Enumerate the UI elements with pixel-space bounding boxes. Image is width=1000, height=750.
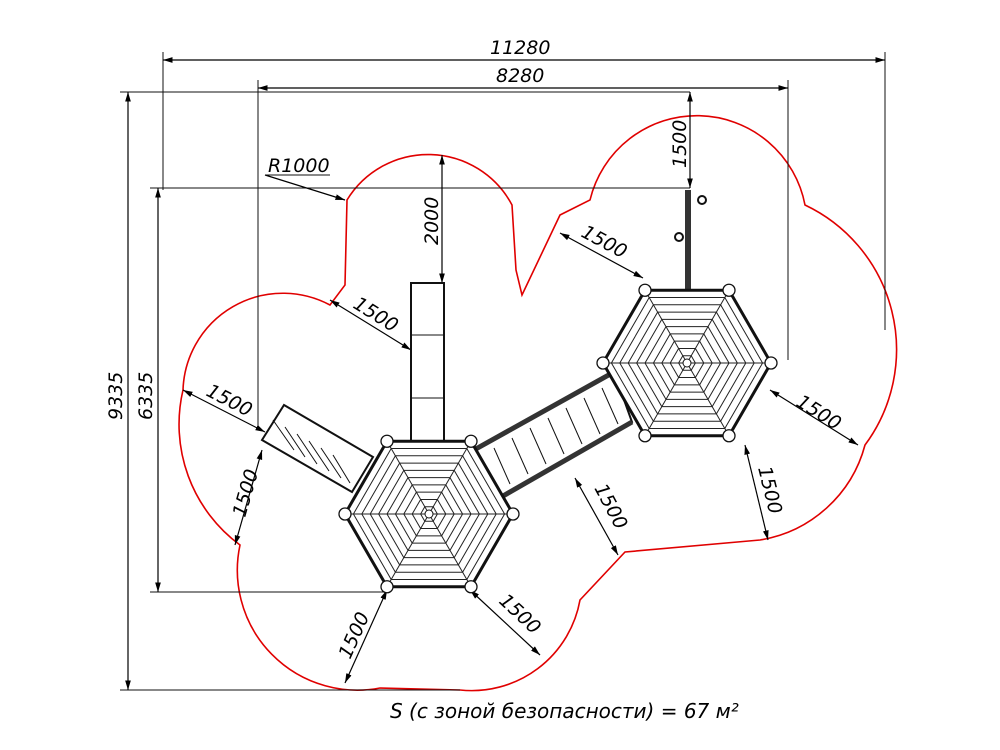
slide	[410, 282, 445, 446]
dim-safety-4: 1500	[203, 380, 256, 422]
ladder	[260, 403, 375, 494]
hexagon-platform-right	[596, 283, 778, 443]
post	[338, 507, 352, 521]
post	[638, 429, 652, 443]
post	[464, 434, 478, 448]
dim-safety-1: 1500	[669, 120, 691, 168]
post	[464, 580, 478, 594]
dim-safety-6: 1500	[792, 391, 845, 435]
dim-safety-5: 1500	[229, 467, 263, 520]
post	[764, 356, 778, 370]
dim-safety-9: 1500	[334, 609, 374, 662]
dim-inner-height: 6335	[135, 372, 157, 420]
post	[380, 580, 394, 594]
post	[596, 356, 610, 370]
post	[380, 434, 394, 448]
hexagon-platform-left	[338, 434, 520, 594]
dim-radius: R1000	[268, 155, 330, 177]
post	[722, 429, 736, 443]
pole	[674, 190, 707, 290]
post	[722, 283, 736, 297]
dim-safety-8: 1500	[590, 480, 632, 533]
post	[506, 507, 520, 521]
dim-slide-clearance: 2000	[421, 197, 443, 245]
dim-total-height: 9335	[105, 372, 127, 420]
dim-safety-7: 1500	[753, 464, 786, 516]
dimension-lines	[120, 52, 886, 691]
area-caption: S (с зоной безопасности) = 67 м²	[390, 699, 739, 723]
bridge	[472, 369, 634, 499]
dim-inner-width: 8280	[496, 65, 544, 87]
post	[638, 283, 652, 297]
dim-safety-10: 1500	[495, 590, 545, 639]
dim-safety-3: 1500	[349, 293, 402, 337]
dim-total-width: 11280	[490, 37, 550, 59]
safety-zone-outline	[178, 114, 898, 692]
